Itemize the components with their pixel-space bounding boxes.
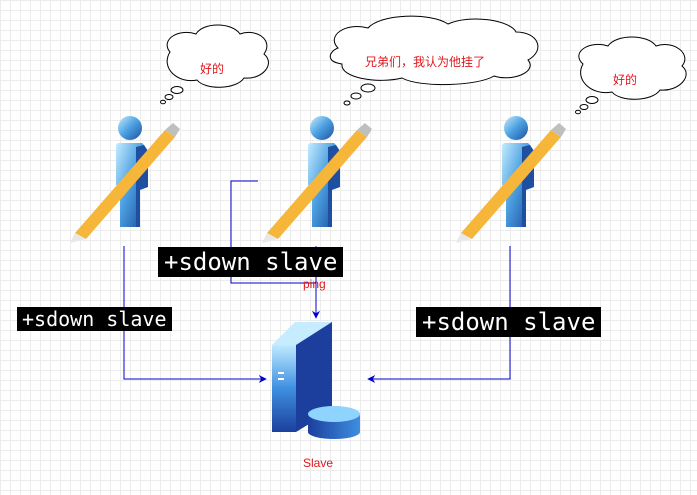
edge-ping-loop (230, 180, 316, 284)
bubble-text-left: 好的 (200, 62, 225, 76)
edge-left-sentinel-to-slave (123, 246, 267, 383)
edge-label-left: +sdown slave (17, 307, 172, 331)
ping-label: ping (303, 277, 326, 291)
edge-label-right: +sdown slave (416, 307, 602, 337)
sentinel-middle-icon (262, 116, 372, 243)
bubble-text-middle: 兄弟们，我认为他挂了 (365, 55, 486, 69)
bubble-text-right: 好的 (613, 73, 638, 87)
server-label: Slave (303, 456, 334, 470)
edge-label-middle: +sdown slave (158, 247, 344, 277)
slave-server-icon (272, 322, 360, 439)
sentinel-right-icon (456, 116, 566, 243)
thought-cloud-middle (329, 15, 539, 106)
thought-cloud-left (160, 24, 269, 105)
thought-cloud-right (575, 36, 687, 115)
sentinel-left-icon (70, 116, 180, 243)
edge-right-sentinel-to-slave (367, 246, 511, 383)
